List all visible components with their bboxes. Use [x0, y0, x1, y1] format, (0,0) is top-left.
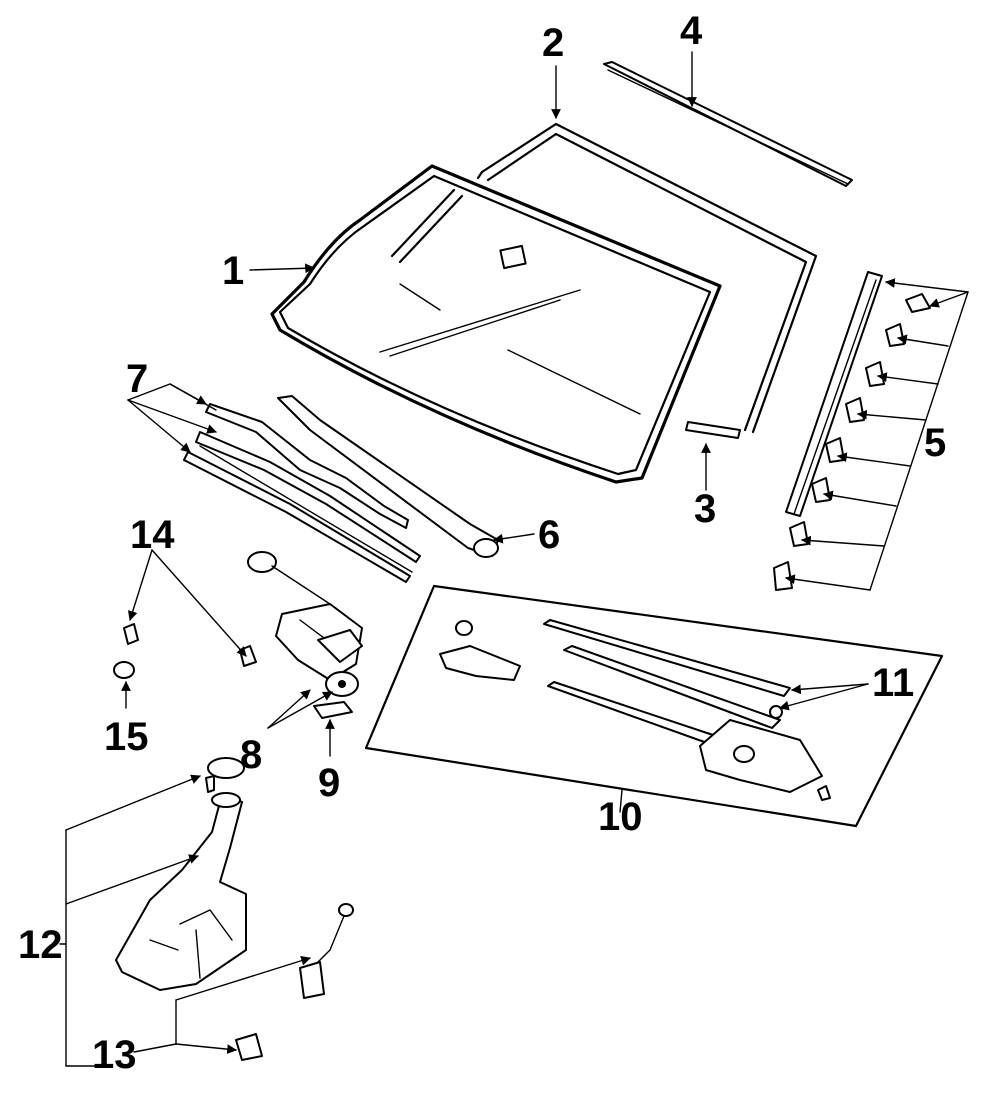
callout-7: 7 [126, 357, 148, 401]
wiper-arm-part [277, 395, 499, 558]
callout-8: 8 [240, 733, 262, 777]
callout-13: 13 [92, 1033, 137, 1077]
callout-3: 3 [694, 487, 716, 531]
lower-molding-part [685, 421, 741, 439]
cap-part [113, 661, 135, 679]
callout-2: 2 [542, 21, 564, 65]
callout-5: 5 [924, 421, 946, 465]
wiper-linkage-part [364, 584, 944, 828]
callout-14: 14 [130, 513, 175, 557]
callout-15: 15 [104, 715, 149, 759]
washer-pump-part [235, 903, 354, 1061]
callout-12: 12 [18, 923, 63, 967]
clip-leader-lines [785, 278, 969, 591]
leader-lines [59, 51, 869, 1067]
callout-1: 1 [222, 249, 244, 293]
callout-9: 9 [318, 761, 340, 805]
callout-labels: 1 2 3 4 5 6 7 8 9 10 11 12 13 14 15 [18, 9, 946, 1077]
clip-set [773, 293, 931, 591]
windshield-molding-part [476, 122, 818, 434]
side-molding-part [773, 271, 969, 591]
upper-molding-part [603, 61, 853, 187]
washer-reservoir-part [115, 757, 247, 991]
wiper-blade-part [127, 383, 421, 583]
motor-bracket-part [313, 701, 353, 719]
callout-4: 4 [680, 9, 703, 53]
windshield-glass-part [270, 164, 722, 484]
callout-10: 10 [598, 795, 643, 839]
callout-6: 6 [538, 513, 560, 557]
nut-part [123, 623, 257, 667]
callout-11: 11 [872, 661, 914, 705]
wiper-motor-part [247, 551, 363, 697]
